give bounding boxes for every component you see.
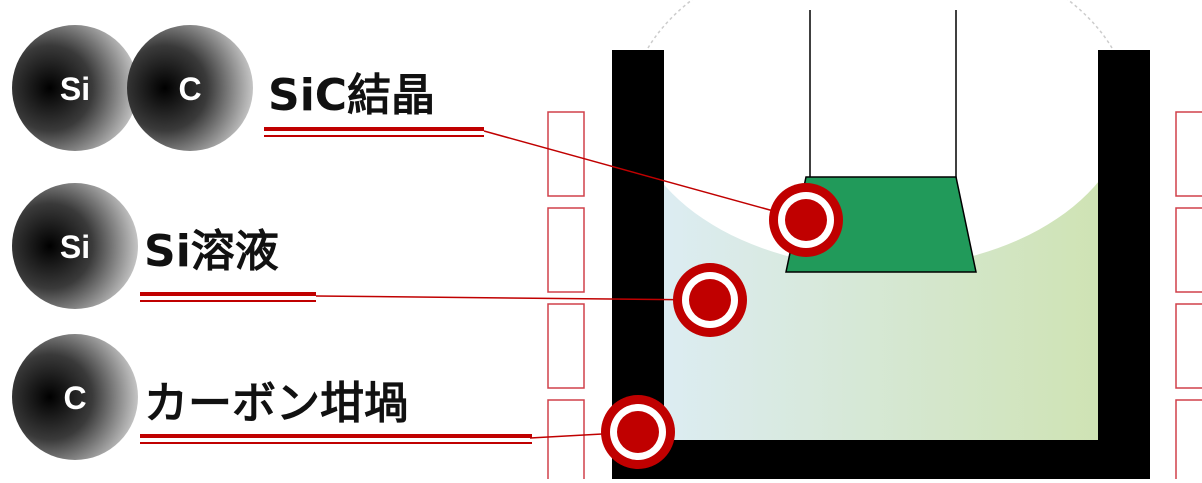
atom-symbol: C xyxy=(63,380,86,416)
atom-si-2: Si xyxy=(12,183,138,309)
atom-symbol: C xyxy=(178,71,201,107)
atom-symbol: Si xyxy=(60,71,90,107)
marker-crucible xyxy=(601,395,675,469)
atom-c-1: C xyxy=(127,25,253,151)
atom-si-1: Si xyxy=(12,25,138,151)
atom-symbol: Si xyxy=(60,229,90,265)
label-sic-crystal: SiC結晶 xyxy=(268,70,436,121)
label-underlines xyxy=(140,127,532,444)
atom-c-2: C xyxy=(12,334,138,460)
heater-left xyxy=(547,111,585,483)
marker-crystal xyxy=(769,183,843,257)
marker-solution xyxy=(673,263,747,337)
label-carbon-crucible: カーボン坩堝 xyxy=(144,378,408,429)
dome-arc xyxy=(630,0,1130,268)
label-si-solution: Si溶液 xyxy=(144,226,279,277)
heater-right xyxy=(1175,111,1202,483)
